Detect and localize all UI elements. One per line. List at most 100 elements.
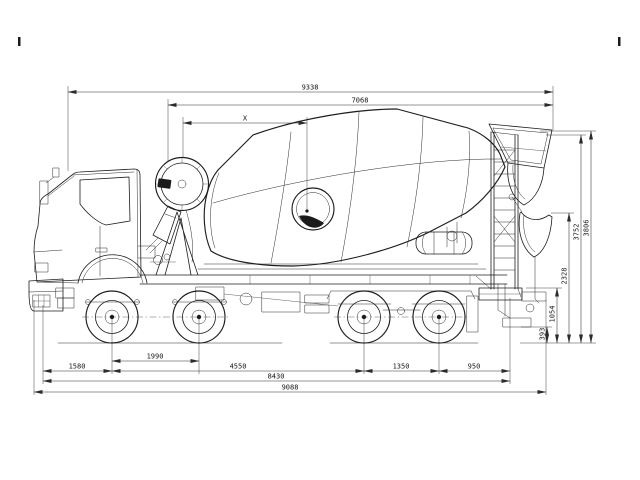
cab [28,167,148,312]
brand-plate [157,178,172,189]
chute-pivot [508,193,516,201]
chute-bucket [518,211,553,258]
rear-roller [525,303,535,313]
wheel-arch-inner [81,258,144,284]
dim-label-1054: 1054 [549,306,557,323]
manhole-latch [299,215,324,228]
drum-outline [203,108,506,267]
dim-label-393: 393 [539,328,547,341]
reduction-gearbox [152,205,182,245]
hopper-grid [500,146,547,152]
front-bumper [28,278,64,312]
drum-drive-pedestal [137,156,210,276]
drum-seam [270,131,292,264]
hopper-cone [507,162,545,206]
headlight [34,262,49,273]
dim-label-3806: 3806 [583,220,591,237]
gearbox-shaft [145,213,177,254]
pedestal-a-frame [155,211,199,276]
cab-step-upper [55,287,75,299]
ladder-legs [475,275,522,298]
hopper-inner [492,127,549,165]
drive-shaft [223,293,339,307]
drum-axis-seam [212,158,502,204]
dimensions: 9338 7068 X 1990 1580 4550 1350 950 8430… [33,84,596,395]
a-pillar [47,175,75,197]
ladder-braces [493,149,516,243]
dim-label-9088: 9088 [282,384,299,392]
rear-ladder [475,131,522,298]
ladder-top-tie [490,131,519,136]
hopper-cone-inner [512,164,526,200]
manhole-ring [291,187,335,231]
transmission-box [195,286,225,301]
dim-label-x: X [243,115,248,123]
drum-seam [340,111,360,263]
dim-label-8430: 8430 [268,373,285,381]
dim-label-9338: 9338 [302,84,319,92]
wheels [82,290,469,344]
dim-label-950: 950 [468,363,481,371]
water-pipe [185,209,193,263]
mud-flap [466,295,479,333]
support-roller [446,230,458,242]
dim-bottom-group: 1990 1580 4550 1350 950 8430 9088 [33,353,547,394]
ladder-rails [490,131,519,290]
rear-assembly [466,283,547,333]
rear-step [502,317,532,328]
spring-eye [221,299,227,305]
air-tank-upper [304,294,330,304]
sheet-corner-tick-right [618,37,621,46]
dim-label-1350: 1350 [393,363,410,371]
drum-front-head [210,172,220,249]
dim-label-2328: 2328 [561,268,569,285]
valve [163,253,171,261]
front-mirror [52,167,60,178]
cab-underside [36,281,79,284]
ladder-rungs [493,149,516,271]
cab-rear-edge [136,169,139,278]
drum-roller-bracket [446,221,458,248]
drum-seam [406,116,424,248]
cab-step-lower [57,297,75,309]
drive-gear-hub [177,179,187,189]
bumper-line [28,290,64,293]
leader-dot [305,209,309,213]
mirror [39,180,49,205]
dim-top-group: 9338 7068 X [67,84,554,125]
fender-ends [326,290,476,300]
grille-line [33,249,63,253]
witness-lines [33,86,596,395]
equalizer-pivot [397,307,405,315]
air-tank-lower [304,304,330,314]
chassis [139,263,508,314]
water-tank [415,231,473,255]
dim-label-1580: 1580 [69,363,86,371]
hydraulic-motor [137,245,156,259]
spring-eye [134,299,140,305]
dim-label-7068: 7068 [352,97,369,105]
center-bearing [239,292,253,306]
chute-rod [534,256,540,304]
door-window [79,176,131,226]
chute-inner [523,214,536,253]
dim-label-1990: 1990 [147,353,164,361]
sheet-corner-tick-left [18,37,21,46]
tool-box [261,291,301,313]
water-pump [153,255,163,265]
rear-frame-drop [497,283,511,319]
dim-right-group: 3806 3752 2328 1054 393 [539,130,593,344]
door-handle [95,247,108,253]
tow-bracket [521,291,547,302]
dim-label-4550: 4550 [230,363,247,371]
roof-line [71,171,135,176]
mirror-arm [45,176,55,184]
chute-arm [511,196,523,213]
drive-gear-ring [154,156,210,212]
drum-seam [460,130,470,219]
truck [28,108,553,344]
mixer-drum [203,108,506,267]
discharge-chute [508,193,553,304]
